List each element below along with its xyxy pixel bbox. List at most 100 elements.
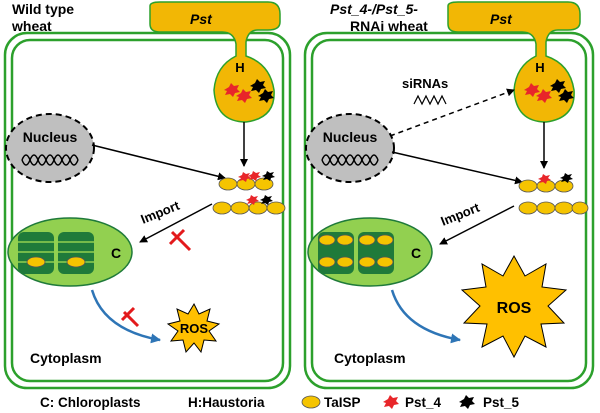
ros-label: ROS (180, 321, 209, 336)
import-arrow (139, 203, 213, 243)
talsp-protein (358, 256, 376, 268)
pst5-effector-icon (262, 171, 275, 181)
talsp-protein (318, 234, 336, 246)
ros-shape (166, 302, 221, 354)
nucleus-label: Nucleus (23, 129, 78, 145)
nucleus-to-talsp-arrow (91, 144, 226, 181)
talsp-cluster (518, 173, 589, 215)
talsp-protein (318, 256, 336, 268)
pst-pathogen: Pst H (447, 1, 581, 123)
ros-label: ROS (497, 300, 532, 317)
talsp-protein (26, 256, 46, 268)
nucleus-to-talsp-arrow (391, 151, 523, 185)
dna-icon (321, 154, 379, 166)
talsp-protein (376, 234, 394, 246)
nucleus: Nucleus (5, 113, 95, 183)
chloroplast-label: C (411, 245, 421, 261)
sirna-icon (413, 94, 447, 106)
talsp-protein (554, 179, 574, 193)
panel-title-line-2: wheat (11, 18, 52, 34)
panel-title: Wild type wheat (11, 1, 78, 34)
ros-shape (460, 254, 568, 359)
talsp-protein (554, 201, 574, 215)
import-label: Import (439, 199, 483, 228)
cytoplasm-label: Cytoplasm (334, 350, 406, 366)
chloroplast-label: C (111, 245, 121, 261)
chloroplast: C (7, 217, 133, 287)
pst4-effector-icon (536, 89, 552, 103)
pst-hypha (149, 1, 281, 123)
nucleus-shape (305, 113, 395, 183)
talsp-legend-icon (301, 395, 321, 409)
dna-icon (21, 154, 79, 166)
legend-pst4: Pst_4 (405, 395, 442, 410)
pst5-effector-icon (250, 79, 266, 93)
legend: C: Chloroplasts H:Haustoria TaISP Pst_4 … (40, 395, 520, 410)
talsp-protein (336, 256, 354, 268)
talsp-protein (376, 256, 394, 268)
pst5-effector-icon (550, 79, 566, 93)
pst4-effector-icon (236, 89, 252, 103)
pst5-effector-icon (260, 195, 273, 205)
talsp-protein (518, 201, 538, 215)
talsp-protein (266, 201, 286, 215)
pst-hypha (447, 1, 581, 123)
legend-pst5: Pst_5 (483, 395, 520, 410)
ros-burst-small: ROS (166, 302, 221, 354)
pst5-effector-icon (258, 89, 274, 103)
nucleus: Nucleus (305, 113, 395, 183)
talsp-protein (571, 201, 589, 215)
panel-title: Pst_4-/Pst_5- RNAi wheat (330, 1, 428, 34)
ros-burst-large: ROS (460, 254, 568, 359)
cell-wall-outer (303, 31, 595, 390)
pst5-effector-icon (558, 89, 574, 103)
panel-rnai: Pst_4-/Pst_5- RNAi wheat Pst H siRNAs Nu… (303, 1, 595, 390)
sirna-label: siRNAs (402, 76, 448, 91)
nucleus-label: Nucleus (323, 129, 378, 145)
talsp-protein (254, 177, 274, 191)
nucleus-shape (5, 113, 95, 183)
sirna-to-haustorium-arrow (389, 88, 515, 137)
pst4-effector-icon (238, 172, 251, 182)
talsp-protein (518, 179, 538, 193)
legend-talsp: TaISP (324, 395, 361, 410)
talsp-protein (212, 201, 232, 215)
legend-haustoria: H:Haustoria (188, 395, 265, 410)
pst5-effector-icon (560, 173, 573, 183)
panel-title-line-1: Pst_4-/Pst_5- (330, 1, 418, 17)
pst-label: Pst (190, 11, 213, 27)
grana-stack (18, 232, 54, 274)
dna-icon (21, 154, 79, 166)
cell-wall-outer (3, 31, 292, 390)
pst4-effector-icon (224, 83, 240, 97)
grana-stack (58, 232, 94, 274)
pst4-effector-icon (248, 171, 261, 181)
talsp-protein (336, 234, 354, 246)
talsp-protein (66, 256, 86, 268)
pst-label: Pst (490, 11, 513, 27)
talsp-protein (230, 201, 250, 215)
panel-title-line-1: Wild type (12, 1, 74, 17)
talsp-protein (358, 234, 376, 246)
haustorium-label: H (235, 60, 244, 75)
cytoplasm-label: Cytoplasm (30, 350, 102, 366)
pst4-legend-icon (383, 395, 399, 409)
panel-title-line-2: RNAi wheat (350, 18, 428, 34)
pst4-effector-icon (538, 174, 551, 184)
talsp-protein (248, 201, 268, 215)
haustorium-label: H (535, 60, 544, 75)
chloroplast: C (307, 217, 433, 287)
dna-icon (321, 154, 379, 166)
chloroplast-to-ros-arrow (90, 289, 161, 344)
panel-wild-type: Wild type wheat Pst H Nucleus (3, 1, 292, 390)
legend-chloroplasts: C: Chloroplasts (40, 395, 141, 410)
chloroplast-to-ros-arrow (390, 289, 461, 344)
import-arrow (439, 205, 515, 245)
talsp-protein (218, 177, 238, 191)
inhibit-ros-icon (120, 306, 140, 328)
talsp-cluster (212, 171, 286, 215)
pst4-effector-icon (524, 83, 540, 97)
pst4-effector-icon (246, 195, 259, 205)
talsp-protein (536, 201, 556, 215)
